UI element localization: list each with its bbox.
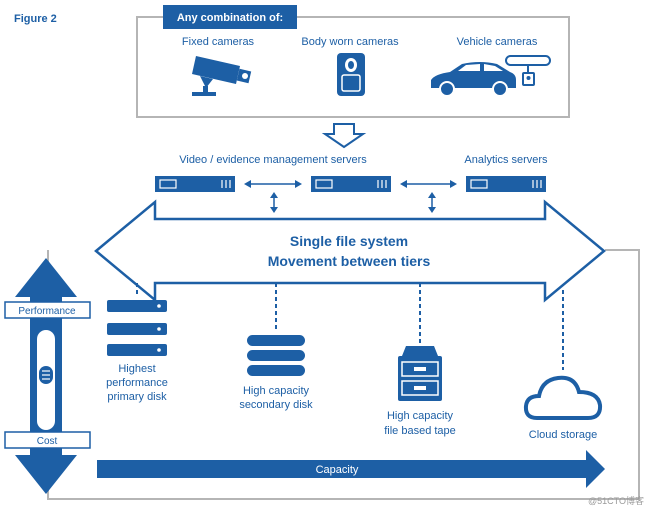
- tier-primary-label: performance: [106, 377, 168, 389]
- fixed-cameras-label: Fixed cameras: [182, 36, 255, 48]
- figure-label: Figure 2: [14, 13, 57, 25]
- performance-label-box: [4, 301, 91, 319]
- tier-cloud-label: Cloud storage: [529, 429, 598, 441]
- cloud-icon: [523, 375, 603, 420]
- sources-header-badge: [163, 5, 297, 29]
- capacity-arrow: [97, 450, 605, 488]
- tier-primary-label: Highest: [118, 363, 155, 375]
- fixed-camera-icon: [192, 56, 252, 96]
- sources-header: Any combination of:: [177, 12, 283, 24]
- vehicle-camera-icon: [431, 55, 551, 97]
- body-cameras-label: Body worn cameras: [301, 36, 399, 48]
- server-connector-icon: [400, 180, 457, 188]
- server-stack-icon: [107, 300, 167, 356]
- tier-secondary-label: secondary disk: [239, 399, 313, 411]
- analytics-servers-label: Analytics servers: [464, 154, 548, 166]
- tier-secondary-label: High capacity: [243, 385, 310, 397]
- server-to-fs-connector-icon: [270, 192, 278, 213]
- watermark: @51CTO博客: [588, 495, 644, 506]
- cost-label-box: [4, 431, 91, 449]
- server-unit-icon: [155, 176, 235, 192]
- server-unit-icon: [466, 176, 546, 192]
- flow-down-arrow-icon: [321, 123, 367, 149]
- tier-tape-label: High capacity: [387, 410, 454, 422]
- slider-knob-icon: [39, 366, 53, 384]
- body-camera-icon: [337, 53, 365, 96]
- video-servers-label: Video / evidence management servers: [179, 154, 367, 166]
- server-connector-icon: [244, 180, 302, 188]
- sources-box: [136, 16, 570, 118]
- disk-stack-icon: [247, 335, 305, 376]
- vehicle-cameras-label: Vehicle cameras: [457, 36, 538, 48]
- cost-label: Cost: [37, 436, 58, 447]
- tape-library-icon: [398, 346, 442, 401]
- server-to-fs-connector-icon: [428, 192, 436, 213]
- file-system-title: Single file system: [290, 233, 408, 249]
- performance-label: Performance: [18, 306, 76, 317]
- server-unit-icon: [311, 176, 391, 192]
- file-system-arrow: [94, 199, 606, 303]
- tier-tape-label: file based tape: [384, 425, 456, 437]
- tier-primary-label: primary disk: [107, 391, 167, 403]
- capacity-label: Capacity: [316, 464, 359, 476]
- file-system-subtitle: Movement between tiers: [268, 253, 431, 269]
